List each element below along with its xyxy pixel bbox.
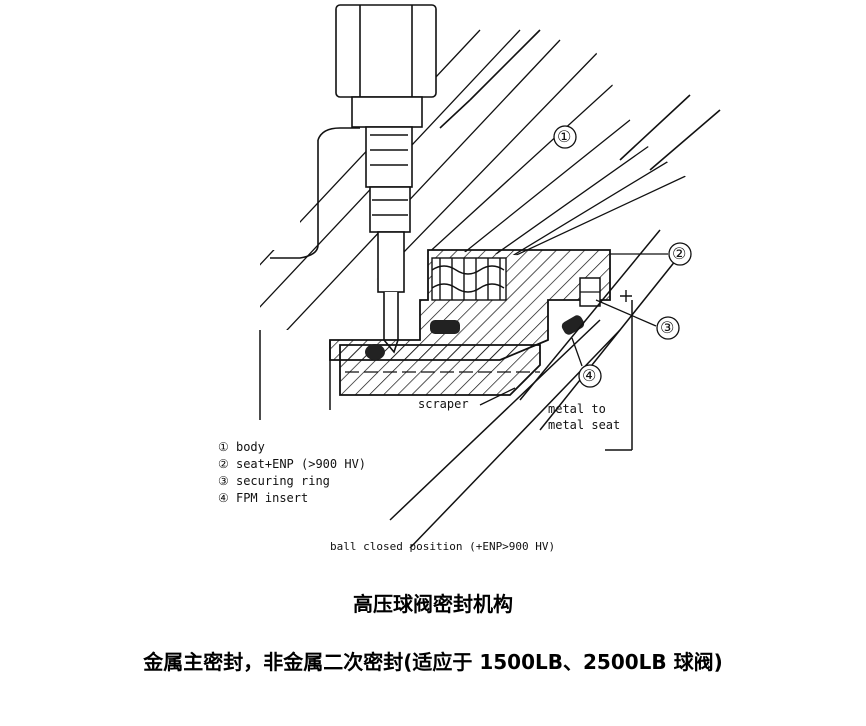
body-part <box>260 29 721 330</box>
legend: ① body ② seat+ENP (>900 HV) ③ securing r… <box>218 439 366 507</box>
valve-seal-diagram <box>259 4 721 549</box>
label-scraper: scraper <box>418 397 469 411</box>
label-metal-line1: metal to <box>548 402 606 416</box>
legend-item-securing-ring: ③ securing ring <box>218 474 330 488</box>
legend-item-body: ① body <box>218 440 265 454</box>
fitting-nut <box>335 4 437 354</box>
leader-lines <box>479 253 668 406</box>
caption-subtitle: 金属主密封，非金属二次密封(适应于 1500LB、2500LB 球阀) <box>143 650 723 674</box>
callout-3: ③ <box>660 318 675 337</box>
legend-item-seat: ② seat+ENP (>900 HV) <box>218 457 367 471</box>
callout-4: ④ <box>582 366 597 385</box>
label-metal-line2: metal seat <box>548 418 621 432</box>
callout-2: ② <box>672 244 687 263</box>
callout-circles <box>553 125 692 388</box>
legend-item-fpm-insert: ④ FPM insert <box>218 491 309 505</box>
seat-ring <box>329 249 632 396</box>
label-ball-closed: ball closed position (+ENP>900 HV) <box>330 540 556 553</box>
caption-title: 高压球阀密封机构 <box>353 592 513 616</box>
callout-1: ① <box>557 127 572 146</box>
